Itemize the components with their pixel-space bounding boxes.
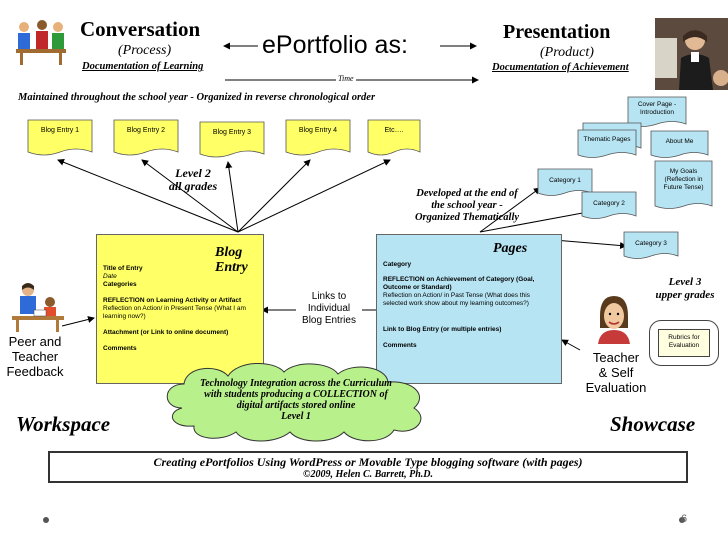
cloud-line-1: Technology Integration across the Curric… [200,378,392,389]
upper-grades-line: upper grades [655,289,715,301]
cloud-line-4: Level 1 [281,411,311,422]
blog-entry-2: Blog Entry 2 [126,127,166,134]
categories-field: Categories [103,281,137,288]
cloud-line-2: with students producing a COLLECTION of [204,389,388,400]
documentation-of-achievement: Documentation of Achievement [492,62,629,73]
comments-field: Comments [103,345,137,352]
technology-cloud [166,362,422,442]
documentation-of-learning: Documentation of Learning [82,61,204,72]
peer-line-2: Teacher [11,349,59,364]
developed-line-2: the school year - [431,200,503,211]
level-2-line: Level 2 [175,166,211,180]
links-line-3: Blog Entries [302,315,356,326]
presenter-photo [655,18,728,90]
pages-comments: Comments [383,342,417,349]
pages-category: Category [383,261,412,268]
cover-page-doc: Cover Page - Introduction [637,101,677,116]
presentation-title: Presentation [503,21,611,43]
level-3-line: Level 3 [668,276,702,288]
blog-title-line-2: Entry [215,260,248,275]
pages-panel: Pages Category REFLECTION on Achievement… [376,234,562,384]
conversation-people-icon [12,17,70,67]
cloud-text: Technology Integration across the Curric… [178,378,414,422]
blog-title-line-1: Blog [215,245,243,260]
peer-teacher-icon [8,282,66,334]
level-2-label: Level 2 all grades [158,167,228,193]
peer-line-3: Feedback [6,364,64,379]
slide-dot-right [679,517,685,523]
category-2-doc: Category 2 [593,200,625,207]
pages-reflection: REFLECTION on Achievement of Category (G… [383,276,535,291]
rubrics-box: Rubrics for Evaluation [649,320,719,366]
reflection-field: REFLECTION on Learning Activity or Artif… [103,297,242,304]
slide-number: 6 [681,513,688,525]
conversation-title: Conversation [80,17,201,41]
footer-line-2: ©2009, Helen C. Barrett, Ph.D. [303,469,433,480]
teacher-line-2: & Self [598,365,634,380]
developed-caption: Developed at the end of the school year … [402,188,532,224]
maintained-caption: Maintained throughout the school year - … [18,92,376,103]
date-field: Date [103,273,117,280]
category-3-doc: Category 3 [635,240,667,247]
process-label: (Process) [118,43,172,58]
thematic-pages-doc: Thematic Pages [583,136,631,143]
teacher-self-label: Teacher & Self Evaluation [574,350,658,395]
peer-line-1: Peer and [8,334,62,349]
about-me-doc: About Me [665,138,694,145]
blog-entry-1: Blog Entry 1 [40,127,80,134]
teacher-line-1: Teacher [592,350,640,365]
links-line-1: Links to [311,291,347,302]
time-label: Time [336,74,356,83]
links-line-2: Individual [307,303,351,314]
showcase-label: Showcase [610,412,696,436]
product-label: (Product) [540,45,594,60]
all-grades-line: all grades [168,179,218,193]
pages-panel-title: Pages [493,241,528,256]
blog-panel-title: Blog Entry [215,245,248,275]
showcase-page-docs [537,96,713,259]
teacher-line-3: Evaluation [585,380,647,395]
level-3-label: Level 3 upper grades [642,276,728,302]
category-1-doc: Category 1 [549,177,581,184]
teacher-face-icon [594,294,634,344]
blog-entry-panel: Blog Entry Title of Entry Date Categorie… [96,234,264,384]
slide-dot-left [43,517,49,523]
blog-entry-4: Blog Entry 4 [298,127,338,134]
reflection-sub: Reflection on Action/ in Present Tense (… [103,305,246,320]
workspace-label: Workspace [16,412,111,436]
peer-feedback-label: Peer and Teacher Feedback [0,334,70,379]
developed-line-3: Organized Thematically [414,212,520,223]
pages-link-field: Link to Blog Entry (or multiple entries) [383,326,502,333]
blog-entry-3: Blog Entry 3 [212,129,252,136]
footer-box: Creating ePortfolios Using WordPress or … [48,451,688,483]
developed-line-1: Developed at the end of [416,188,518,199]
links-label: Links to Individual Blog Entries [296,291,362,327]
title-of-entry: Title of Entry [103,265,143,272]
pages-reflection-sub: Reflection on Action/ in Past Tense (Wha… [383,292,530,307]
eportfolio-title: ePortfolio as: [262,31,408,59]
blog-entry-etc: Etc…. [384,127,404,134]
blog-entry-docs [27,119,421,158]
footer-line-1: Creating ePortfolios Using WordPress or … [153,455,583,469]
rubrics-label: Rubrics for Evaluation [658,329,710,357]
attachment-field: Attachment (or Link to online document) [103,329,229,336]
my-goals-doc: My Goals (Reflection in Future Tense) [663,168,704,191]
cloud-line-3: digital artifacts stored online [236,400,356,411]
